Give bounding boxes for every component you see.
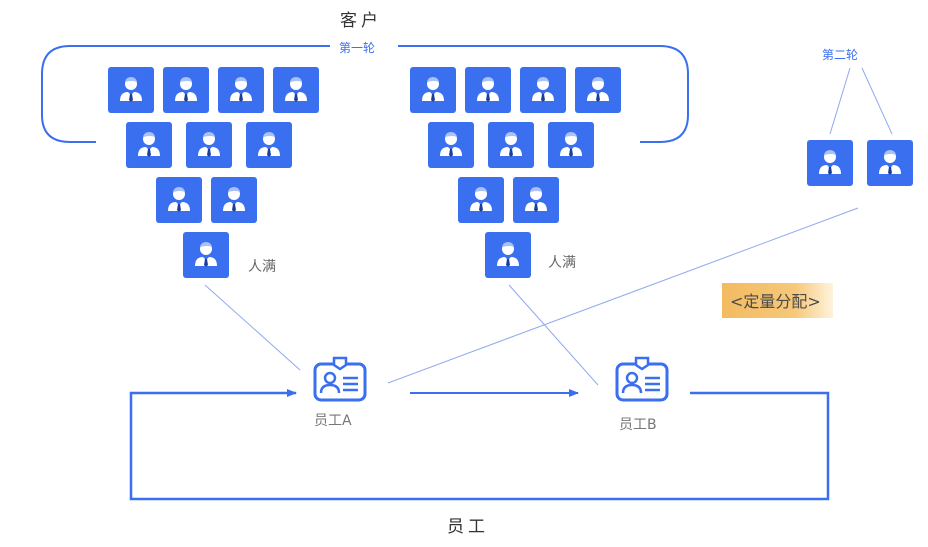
person-icon xyxy=(198,132,220,157)
employee-a-to-second-round-line xyxy=(387,207,859,384)
customer-avatar[interactable] xyxy=(458,177,504,223)
person-icon xyxy=(819,150,841,175)
quota-allocation-label: <定量分配> xyxy=(722,283,833,318)
employees-title: 员工 xyxy=(447,517,489,537)
customer-avatar[interactable] xyxy=(548,122,594,168)
person-icon xyxy=(230,77,252,102)
person-icon xyxy=(560,132,582,157)
person-icon xyxy=(440,132,462,157)
left-full-label: 人满 xyxy=(248,259,276,275)
person-icon xyxy=(285,77,307,102)
customer-avatar[interactable] xyxy=(428,122,474,168)
round-one-bracket xyxy=(41,45,689,143)
employee-a-badge-icon[interactable] xyxy=(310,356,370,404)
customer-avatar[interactable] xyxy=(807,140,853,186)
customer-avatar[interactable] xyxy=(108,67,154,113)
person-icon xyxy=(175,77,197,102)
customer-avatar[interactable] xyxy=(485,232,531,278)
round-one-label: 第一轮 xyxy=(333,39,382,56)
person-icon xyxy=(477,77,499,102)
customer-avatar[interactable] xyxy=(867,140,913,186)
person-icon xyxy=(258,132,280,157)
person-icon xyxy=(879,150,901,175)
right-funnel-to-employee-b-line xyxy=(508,284,599,386)
right-full-label: 人满 xyxy=(548,255,576,271)
customers-title: 客户 xyxy=(340,11,382,31)
employee-b-badge-icon[interactable] xyxy=(612,356,672,404)
person-icon xyxy=(497,242,519,267)
customer-avatar[interactable] xyxy=(156,177,202,223)
customer-avatar[interactable] xyxy=(218,67,264,113)
customer-avatar[interactable] xyxy=(273,67,319,113)
person-icon xyxy=(587,77,609,102)
person-icon xyxy=(223,187,245,212)
customer-avatar[interactable] xyxy=(186,122,232,168)
customer-avatar[interactable] xyxy=(465,67,511,113)
person-icon xyxy=(470,187,492,212)
customer-avatar[interactable] xyxy=(126,122,172,168)
customer-avatar[interactable] xyxy=(246,122,292,168)
round-two-label: 第二轮 xyxy=(822,46,859,63)
customer-avatar[interactable] xyxy=(211,177,257,223)
round-two-branch-left xyxy=(829,67,851,135)
left-funnel-to-employee-a-line xyxy=(204,284,301,371)
round-two-branch-right xyxy=(861,67,893,135)
employee-a-label: 员工A xyxy=(314,413,352,429)
person-icon xyxy=(195,242,217,267)
person-icon xyxy=(500,132,522,157)
person-icon xyxy=(525,187,547,212)
person-icon xyxy=(138,132,160,157)
customer-avatar[interactable] xyxy=(163,67,209,113)
person-icon xyxy=(422,77,444,102)
employee-loop-frame xyxy=(129,389,830,501)
customer-avatar[interactable] xyxy=(410,67,456,113)
employee-b-label: 员工B xyxy=(619,417,657,433)
customer-avatar[interactable] xyxy=(183,232,229,278)
person-icon xyxy=(120,77,142,102)
customer-avatar[interactable] xyxy=(575,67,621,113)
customer-avatar[interactable] xyxy=(520,67,566,113)
person-icon xyxy=(168,187,190,212)
customer-avatar[interactable] xyxy=(488,122,534,168)
person-icon xyxy=(532,77,554,102)
customer-avatar[interactable] xyxy=(513,177,559,223)
